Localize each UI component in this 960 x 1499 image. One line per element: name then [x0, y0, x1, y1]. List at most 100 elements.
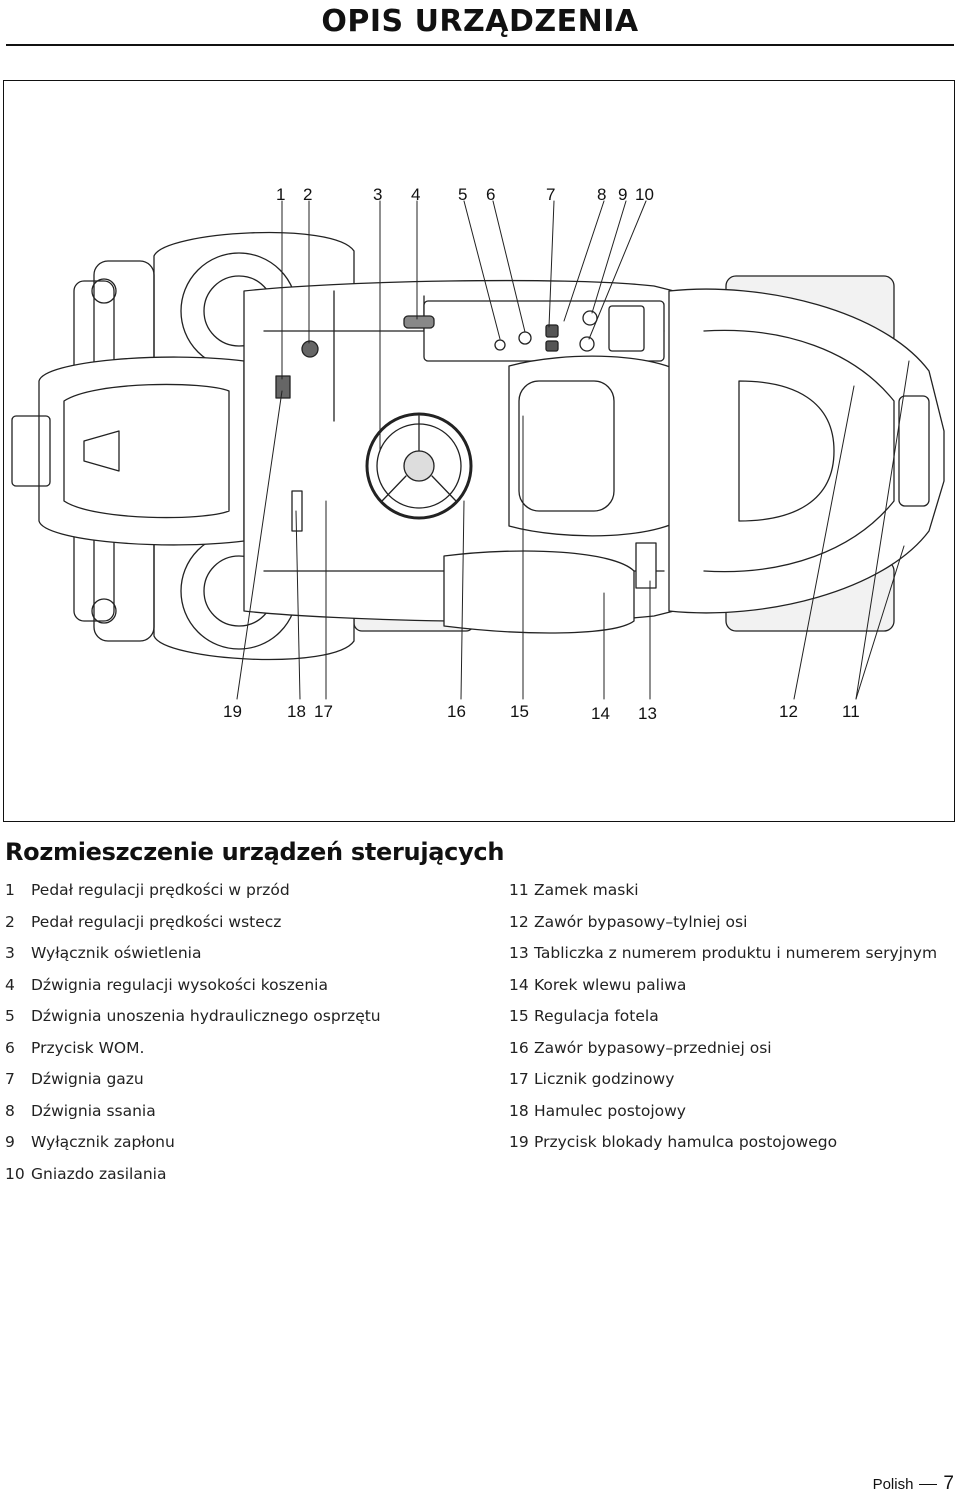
item-label: Wyłącznik zapłonu: [31, 1133, 175, 1151]
callout-19: 19: [223, 702, 242, 721]
callout-5: 5: [458, 185, 468, 204]
callout-10: 10: [635, 185, 654, 204]
list-item: 3 Wyłącznik oświetlenia: [5, 944, 475, 976]
list-item: 10 Gniazdo zasilania: [5, 1165, 475, 1197]
callout-4: 4: [411, 185, 421, 204]
item-label: Dźwignia ssania: [31, 1101, 156, 1120]
tractor-top-view-illustration: [11, 200, 945, 700]
item-number: 19: [509, 1133, 529, 1151]
footer-language: Polish: [872, 1475, 914, 1493]
callout-13: 13: [638, 704, 657, 723]
item-label: Wyłącznik oświetlenia: [31, 944, 202, 962]
callout-6: 6: [486, 185, 496, 204]
item-label: Licznik godzinowy: [534, 1070, 675, 1088]
item-label: Zawór bypasowy–tylniej osi: [534, 912, 748, 931]
item-label: Tabliczka z numerem produktu i numerem s…: [534, 944, 938, 962]
item-label: Przycisk blokady hamulca postojowego: [534, 1133, 838, 1151]
list-item: 7 Dźwignia gazu: [5, 1070, 475, 1102]
item-label: Pedał regulacji prędkości wstecz: [31, 912, 282, 931]
serial-plate: [635, 542, 657, 589]
callout-14: 14: [591, 704, 610, 723]
control-panel: [403, 300, 665, 362]
callout-11: 11: [842, 702, 860, 721]
item-label: Dźwignia gazu: [31, 1070, 144, 1088]
item-number: 17: [509, 1070, 529, 1088]
list-item: 11 Zamek maski: [509, 881, 954, 913]
fender: [443, 550, 635, 634]
item-number: 10: [5, 1164, 25, 1183]
item-number: 16: [509, 1038, 529, 1057]
item-number: 18: [509, 1101, 529, 1120]
callout-7: 7: [546, 185, 556, 204]
list-item: 9 Wyłącznik zapłonu: [5, 1133, 475, 1165]
item-label: Dźwignia unoszenia hydraulicznego osprzę…: [31, 1007, 381, 1025]
list-item: 6 Przycisk WOM.: [5, 1039, 475, 1071]
item-number: 14: [509, 975, 529, 994]
forward-pedal: [301, 340, 319, 358]
item-number: 3: [5, 944, 15, 962]
item-number: 5: [5, 1007, 15, 1025]
list-item: 14 Korek wlewu paliwa: [509, 976, 954, 1008]
parking-brake-pedal: [291, 490, 303, 532]
callout-8: 8: [597, 185, 607, 204]
item-label: Zamek maski: [534, 881, 639, 899]
item-label: Regulacja fotela: [534, 1007, 659, 1025]
item-number: 13: [509, 944, 529, 962]
list-item: 18 Hamulec postojowy: [509, 1102, 954, 1134]
item-number: 9: [5, 1133, 15, 1151]
header-divider: [6, 44, 954, 46]
page-footer: Polish 7: [873, 1473, 954, 1495]
item-number: 15: [509, 1007, 529, 1025]
callout-1: 1: [276, 185, 286, 204]
item-number: 12: [509, 912, 529, 931]
item-label: Przycisk WOM.: [31, 1038, 145, 1057]
callout-18: 18: [287, 702, 306, 721]
list-item: 1 Pedał regulacji prędkości w przód: [5, 881, 475, 913]
callout-9: 9: [618, 185, 628, 204]
item-number: 2: [5, 912, 15, 931]
list-item: 13 Tabliczka z numerem produktu i numerem…: [509, 944, 954, 976]
list-item: 12 Zawór bypasowy–tylniej osi: [509, 913, 954, 945]
list-item: 8 Dźwignia ssania: [5, 1102, 475, 1134]
tractor-diagram-figure: 1 2 3 4 5 6 7 8 9 10 19 18 17 16 15 14 1…: [3, 80, 955, 822]
rear-body: [668, 288, 945, 614]
page-title: OPIS URZĄDZENIA: [321, 4, 639, 39]
list-item: 16 Zawór bypasowy–przedniej osi: [509, 1039, 954, 1071]
item-number: 8: [5, 1101, 15, 1120]
callout-17: 17: [314, 702, 333, 721]
list-item: 2 Pedał regulacji prędkości wstecz: [5, 913, 475, 945]
page-header: OPIS URZĄDZENIA: [0, 0, 960, 48]
item-label: Korek wlewu paliwa: [534, 975, 687, 994]
footer-dash: [919, 1483, 938, 1485]
list-item: 4 Dźwignia regulacji wysokości koszenia: [5, 976, 475, 1008]
page-number: 7: [943, 1473, 954, 1494]
item-number: 11: [509, 881, 529, 899]
list-item: 5 Dźwignia unoszenia hydraulicznego osprz…: [5, 1007, 475, 1039]
item-label: Gniazdo zasilania: [31, 1164, 167, 1183]
steering-wheel: [365, 412, 473, 520]
section-heading: Rozmieszczenie urządzeń sterujących: [5, 838, 505, 866]
callout-16: 16: [447, 702, 466, 721]
seat: [508, 355, 695, 537]
controls-list-right: 11 Zamek maski 12 Zawór bypasowy–tylniej o…: [509, 881, 954, 1165]
item-label: Hamulec postojowy: [534, 1101, 686, 1120]
item-number: 1: [5, 881, 15, 899]
brake-lock-button: [275, 375, 291, 399]
item-label: Pedał regulacji prędkości w przód: [31, 881, 290, 899]
list-item: 17 Licznik godzinowy: [509, 1070, 954, 1102]
leader-lines-bottom: [236, 360, 910, 700]
list-item: 15 Regulacja fotela: [509, 1007, 954, 1039]
item-number: 7: [5, 1070, 15, 1088]
controls-list-left: 1 Pedał regulacji prędkości w przód 2 Peda…: [5, 881, 475, 1196]
leader-lines-top: [281, 200, 647, 452]
item-label: Dźwignia regulacji wysokości koszenia: [31, 975, 328, 994]
callout-15: 15: [510, 702, 529, 721]
item-label: Zawór bypasowy–przedniej osi: [534, 1038, 772, 1057]
callout-12: 12: [779, 702, 798, 721]
list-item: 19 Przycisk blokady hamulca postojowego: [509, 1133, 954, 1165]
item-number: 6: [5, 1038, 15, 1057]
hood: [11, 356, 245, 546]
item-number: 4: [5, 975, 15, 994]
callout-2: 2: [303, 185, 313, 204]
callout-3: 3: [373, 185, 383, 204]
